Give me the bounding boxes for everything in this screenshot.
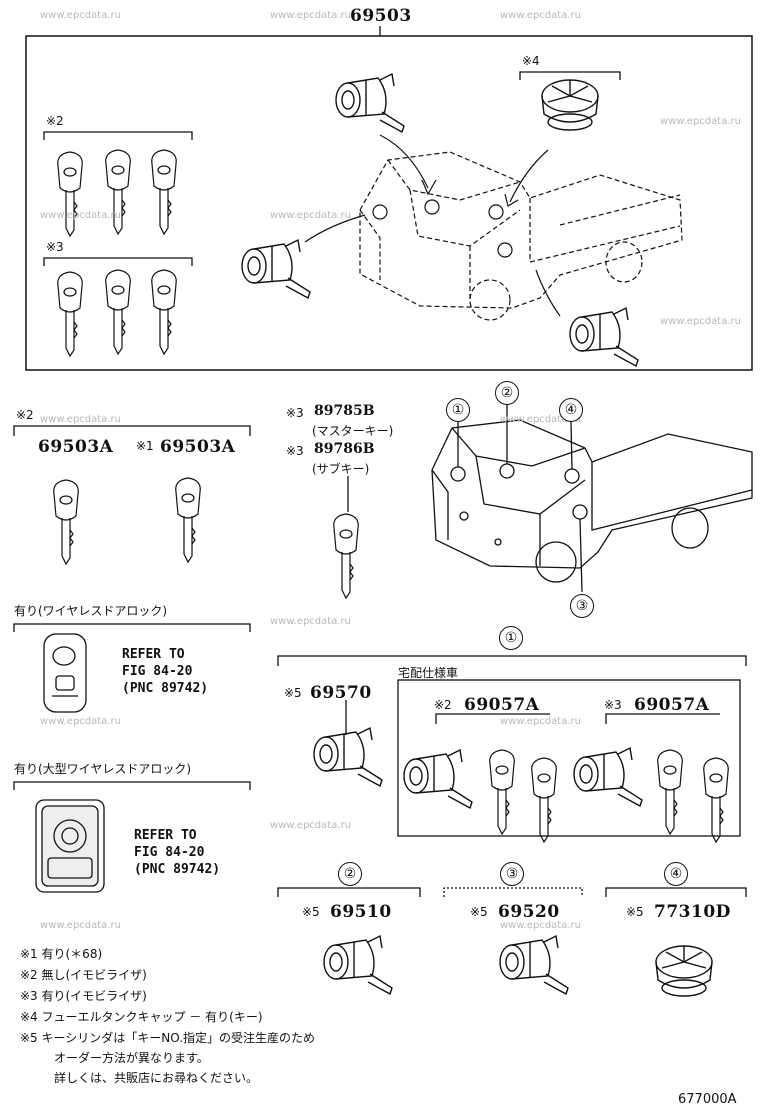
wireless-ref-title: 有り(ワイヤレスドアロック): [14, 604, 168, 618]
wireless-ref-line: REFER TO: [134, 828, 197, 843]
location-callout-1[interactable]: ①: [446, 398, 470, 422]
wireless-ref-title: 有り(大型ワイヤレスドアロック): [14, 762, 192, 776]
section-callout-3[interactable]: ③: [500, 862, 524, 886]
watermark: www.epcdata.ru: [270, 210, 351, 221]
figure-code: 677000A: [678, 1092, 737, 1107]
key-set-part-number[interactable]: 69057A: [634, 695, 710, 715]
wireless-ref-fig[interactable]: FIG 84-20: [134, 845, 205, 860]
group-mark: ※2: [434, 698, 452, 712]
key-part-number[interactable]: 69503A: [38, 437, 114, 457]
group-mark: ※3: [604, 698, 622, 712]
wireless-ref-pnc: (PNC 89742): [122, 681, 209, 696]
watermark: www.epcdata.ru: [40, 716, 121, 727]
group-mark: ※3: [46, 240, 64, 254]
footnote: オーダー方法が異なります。: [54, 1051, 209, 1065]
section-callout-2[interactable]: ②: [338, 862, 362, 886]
wireless-ref-fig[interactable]: FIG 84-20: [122, 664, 193, 679]
group-mark: ※2: [46, 114, 64, 128]
watermark: www.epcdata.ru: [500, 414, 581, 425]
watermark: www.epcdata.ru: [40, 10, 121, 21]
key-set-part-number[interactable]: 69057A: [464, 695, 540, 715]
watermark: www.epcdata.ru: [270, 616, 351, 627]
master-key-part-number[interactable]: 89785B: [314, 403, 375, 419]
group-mark: ※5: [284, 686, 302, 700]
main-assembly-part-number[interactable]: 69503: [350, 6, 412, 26]
group-mark: ※5: [470, 905, 488, 919]
location-callout-3[interactable]: ③: [570, 594, 594, 618]
group-mark: ※3: [286, 406, 304, 420]
ignition-cylinder-part-number[interactable]: 69510: [330, 902, 392, 922]
fuel-cap-part-number[interactable]: 77310D: [654, 902, 731, 922]
footnote: ※5 キーシリンダは「キーNO.指定」の受注生産のため: [20, 1031, 316, 1045]
group-mark: ※5: [302, 905, 320, 919]
watermark: www.epcdata.ru: [500, 716, 581, 727]
watermark: www.epcdata.ru: [660, 116, 741, 127]
footnote: ※1 有り(＊68): [20, 947, 103, 961]
wireless-ref-line: REFER TO: [122, 647, 185, 662]
cylinder-part-number[interactable]: 69570: [310, 683, 372, 703]
watermark: www.epcdata.ru: [660, 316, 741, 327]
sub-key-part-number[interactable]: 89786B: [314, 441, 375, 457]
section-callout-1[interactable]: ①: [499, 626, 523, 650]
key-part-number[interactable]: 69503A: [160, 437, 236, 457]
watermark: www.epcdata.ru: [270, 10, 351, 21]
watermark: www.epcdata.ru: [270, 820, 351, 831]
footnote: ※3 有り(イモビライザ): [20, 989, 147, 1003]
footnote: 詳しくは、共販店にお尋ねください。: [54, 1071, 259, 1085]
sub-key-note: (サブキー): [312, 462, 370, 476]
location-callout-2[interactable]: ②: [495, 381, 519, 405]
watermark: www.epcdata.ru: [40, 414, 121, 425]
delivery-vehicle-label: 宅配仕様車: [398, 666, 459, 680]
footnote: ※2 無し(イモビライザ): [20, 968, 147, 982]
group-mark: ※2: [16, 408, 34, 422]
group-mark: ※4: [522, 54, 540, 68]
master-key-note: (マスターキー): [312, 424, 394, 438]
group-mark: ※1: [136, 439, 154, 453]
door-cylinder-part-number[interactable]: 69520: [498, 902, 560, 922]
group-mark: ※5: [626, 905, 644, 919]
wireless-ref-pnc: (PNC 89742): [134, 862, 221, 877]
footnote: ※4 フューエルタンクキャップ － 有り(キー): [20, 1010, 263, 1024]
group-mark: ※3: [286, 444, 304, 458]
watermark: www.epcdata.ru: [500, 920, 581, 931]
watermark: www.epcdata.ru: [40, 210, 121, 221]
watermark: www.epcdata.ru: [500, 10, 581, 21]
location-callout-4[interactable]: ④: [559, 398, 583, 422]
watermark: www.epcdata.ru: [40, 920, 121, 931]
section-callout-4[interactable]: ④: [664, 862, 688, 886]
